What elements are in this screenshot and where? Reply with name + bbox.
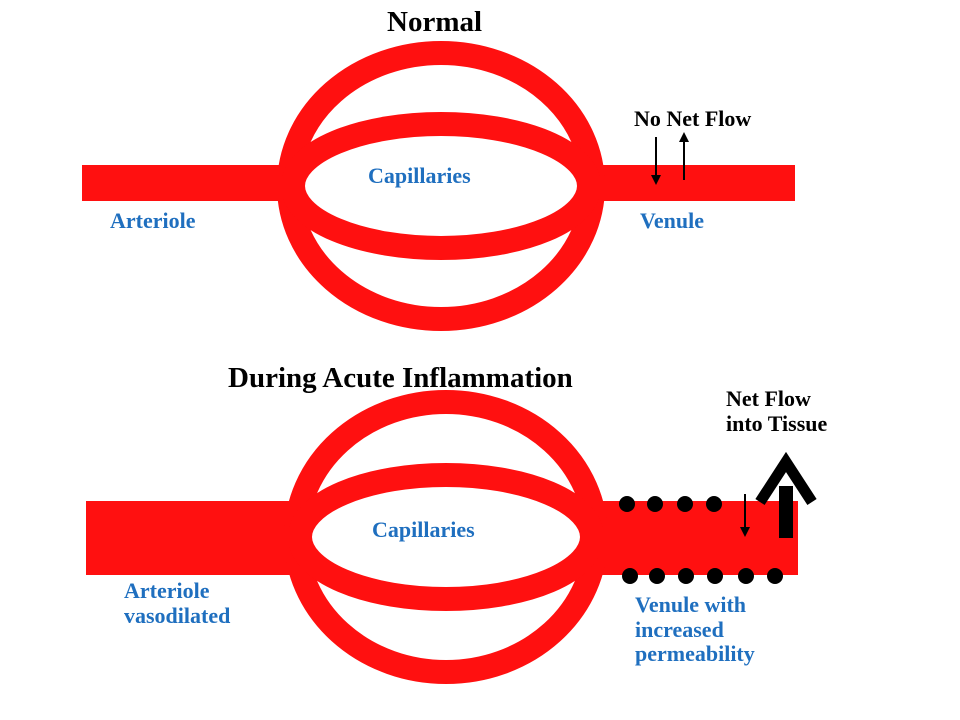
inflamed-capillaries-label: Capillaries	[372, 517, 475, 542]
venule-gap-dots-bottom	[622, 568, 783, 584]
normal-title: Normal	[387, 6, 483, 38]
net-flow-line-1: Net Flow	[726, 386, 811, 411]
gap-dot	[677, 496, 693, 512]
venule-permeability-label: Venule with increased permeability	[635, 592, 755, 667]
inflammation-diagram	[86, 390, 817, 684]
net-flow-up-arrow	[755, 451, 817, 538]
venule-line-1: Venule with	[635, 592, 747, 617]
venule-line-3: permeability	[635, 641, 755, 667]
venule-gap-dots-top	[619, 496, 722, 512]
no-net-flow-label: No Net Flow	[634, 106, 752, 131]
gap-dot	[622, 568, 638, 584]
normal-arteriole-label: Arteriole	[110, 208, 196, 233]
gap-dot	[649, 568, 665, 584]
gap-dot	[706, 496, 722, 512]
normal-arteriole-vessel	[82, 165, 292, 201]
normal-diagram	[82, 41, 795, 331]
net-flow-line-2: into Tissue	[726, 410, 828, 436]
normal-venule-vessel	[585, 165, 795, 201]
arteriole-line-2: vasodilated	[124, 602, 231, 628]
net-flow-label: Net Flow into Tissue	[726, 386, 828, 436]
inflamed-venule-vessel	[590, 501, 798, 575]
gap-dot	[767, 568, 783, 584]
gap-dot	[707, 568, 723, 584]
venule-line-2: increased	[635, 616, 724, 642]
normal-capillaries-label: Capillaries	[368, 163, 471, 188]
inflammation-title: During Acute Inflammation	[228, 362, 573, 394]
gap-dot	[647, 496, 663, 512]
inflamed-capillary-inner-loop	[288, 463, 604, 611]
inflamed-arteriole-vessel	[86, 501, 298, 575]
arteriole-line-1: Arteriole	[124, 578, 210, 603]
normal-venule-label: Venule	[640, 208, 704, 233]
arteriole-vasodilated-label: Arteriole vasodilated	[124, 578, 231, 628]
gap-dot	[738, 568, 754, 584]
normal-capillary-inner-loop	[281, 112, 601, 260]
gap-dot	[619, 496, 635, 512]
gap-dot	[678, 568, 694, 584]
